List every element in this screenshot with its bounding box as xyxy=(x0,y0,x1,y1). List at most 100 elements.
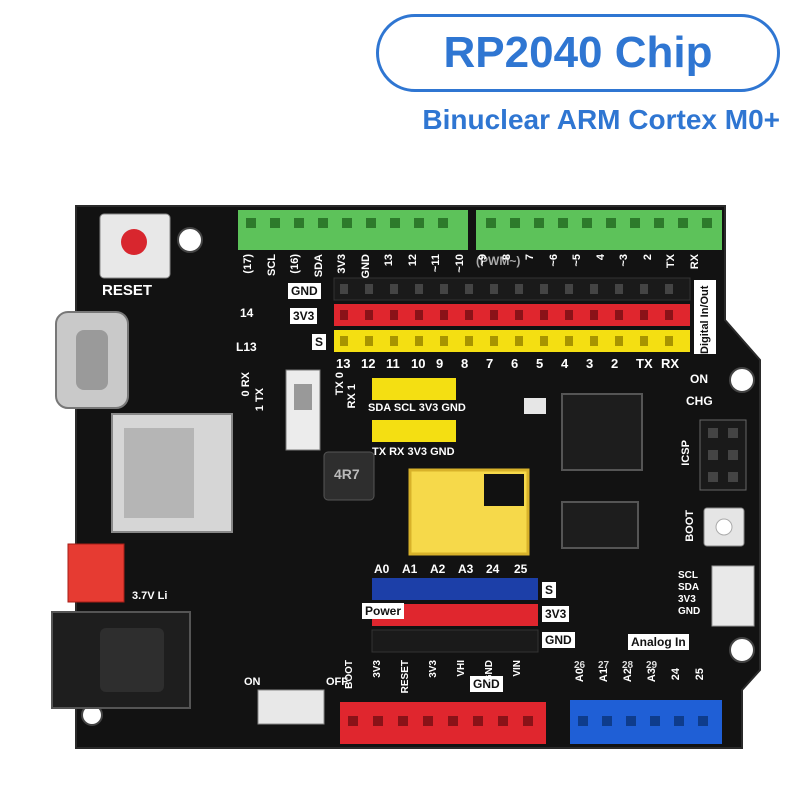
analog-pin-label: A1 xyxy=(402,562,418,576)
header-pin xyxy=(390,284,398,294)
digital-pin-number: 2 xyxy=(611,356,619,371)
header-pin xyxy=(465,310,473,320)
power-pin-label: VHI xyxy=(456,660,467,677)
top-pin-label: 3V3 xyxy=(336,254,348,274)
pwm-label: (PWM~) xyxy=(476,254,521,268)
i2c-side-label: GND xyxy=(678,606,701,617)
header-pin xyxy=(465,284,473,294)
header-pin xyxy=(665,284,673,294)
green-header-left xyxy=(238,210,468,250)
mount-hole xyxy=(729,367,755,393)
analog-bottom-number: 27 xyxy=(598,660,610,671)
icsp-label: ICSP xyxy=(680,440,692,466)
analog-bottom-number: 26 xyxy=(574,660,586,671)
header-pin xyxy=(365,310,373,320)
header-hole xyxy=(578,716,588,726)
mount-hole xyxy=(177,227,203,253)
analog-pin-label: 25 xyxy=(514,562,528,576)
header-hole xyxy=(438,218,448,228)
top-pin-label: RX xyxy=(688,254,701,270)
reset-label: RESET xyxy=(102,282,153,299)
header-pin xyxy=(490,310,498,320)
rx0-label: 0 RX xyxy=(240,372,252,397)
header-hole xyxy=(654,218,664,228)
header-pin xyxy=(415,284,423,294)
analog-pin-label: A2 xyxy=(430,562,446,576)
top-pin-label: ~10 xyxy=(453,254,466,273)
header-pin xyxy=(515,336,523,346)
header-hole xyxy=(390,218,400,228)
power-switch xyxy=(257,689,325,725)
i2c-side-label: SCL xyxy=(678,570,698,581)
header-pin xyxy=(590,336,598,346)
digital-tag: Digital In/Out xyxy=(694,280,716,354)
header-hole xyxy=(602,716,612,726)
header-pin xyxy=(490,284,498,294)
top-pin-label: (16) xyxy=(289,254,301,274)
tx0-label: TX 0 xyxy=(334,372,346,396)
digital-pin-number: 3 xyxy=(586,356,594,371)
top-pin-label: 8 xyxy=(500,254,513,261)
top-pin-label: 7 xyxy=(524,254,536,261)
header-hole xyxy=(246,218,256,228)
header-pin xyxy=(565,284,573,294)
analog-black-row xyxy=(371,629,539,653)
header-hole xyxy=(398,716,408,726)
power-tag: Power xyxy=(362,603,405,619)
switch-off-label: OFF xyxy=(326,676,348,688)
header-pin xyxy=(515,284,523,294)
s-tag: S xyxy=(312,334,327,350)
analog-3v3-tag: 3V3 xyxy=(542,606,570,622)
analog-bottom-number: 28 xyxy=(622,660,634,671)
header-pin xyxy=(515,310,523,320)
power-pin-label: 3V3 xyxy=(428,660,439,678)
analog-pin-label: A0 xyxy=(374,562,390,576)
power-pin-label: RESET xyxy=(400,660,411,694)
switch-on-label: ON xyxy=(244,676,261,688)
top-pin-label: SCL xyxy=(265,254,278,276)
flash-chip xyxy=(561,501,639,549)
top-pin-label: ~5 xyxy=(571,254,583,267)
header-pin xyxy=(565,336,573,346)
power-pin-label: BOOT xyxy=(344,660,355,689)
black-header-row xyxy=(333,277,691,301)
boot-label: BOOT xyxy=(684,510,696,542)
red-header-row xyxy=(334,304,690,326)
top-pin-label: 2 xyxy=(641,254,654,261)
analog-s-tag: S xyxy=(542,582,557,598)
header-hole xyxy=(630,218,640,228)
power-pin-label: VIN xyxy=(512,660,523,677)
label-14: 14 xyxy=(240,306,254,320)
header-pin xyxy=(340,310,348,320)
header-pin xyxy=(415,310,423,320)
power-red-header xyxy=(340,702,546,744)
header-pin xyxy=(465,336,473,346)
digital-pin-number: 8 xyxy=(461,356,469,371)
chip-title-badge: RP2040 Chip xyxy=(376,14,780,92)
digital-pin-number: RX xyxy=(661,356,680,371)
gnd-tag: GND xyxy=(288,283,321,299)
digital-pin-number: 9 xyxy=(436,356,444,371)
header-pin xyxy=(615,310,623,320)
header-hole xyxy=(582,218,592,228)
header-pin xyxy=(665,310,673,320)
header-hole xyxy=(534,218,544,228)
header-hole xyxy=(414,218,424,228)
header-hole xyxy=(674,716,684,726)
top-pin-label: ~3 xyxy=(618,254,630,267)
header-pin xyxy=(665,336,673,346)
top-pin-label: 4 xyxy=(594,254,607,261)
header-hole xyxy=(423,716,433,726)
mount-hole xyxy=(729,637,755,663)
analog-bottom-number: 29 xyxy=(646,660,658,671)
digital-pin-number: 13 xyxy=(336,356,351,371)
header-pin xyxy=(440,310,448,320)
header-pin xyxy=(590,284,598,294)
digital-pin-number: 4 xyxy=(561,356,569,371)
i2c-side-connector xyxy=(711,565,755,627)
digital-pin-number: 10 xyxy=(411,356,426,371)
header-pin xyxy=(640,336,648,346)
header-hole xyxy=(606,218,616,228)
on-led-label: ON xyxy=(690,372,708,386)
digital-pin-number: 12 xyxy=(361,356,376,371)
